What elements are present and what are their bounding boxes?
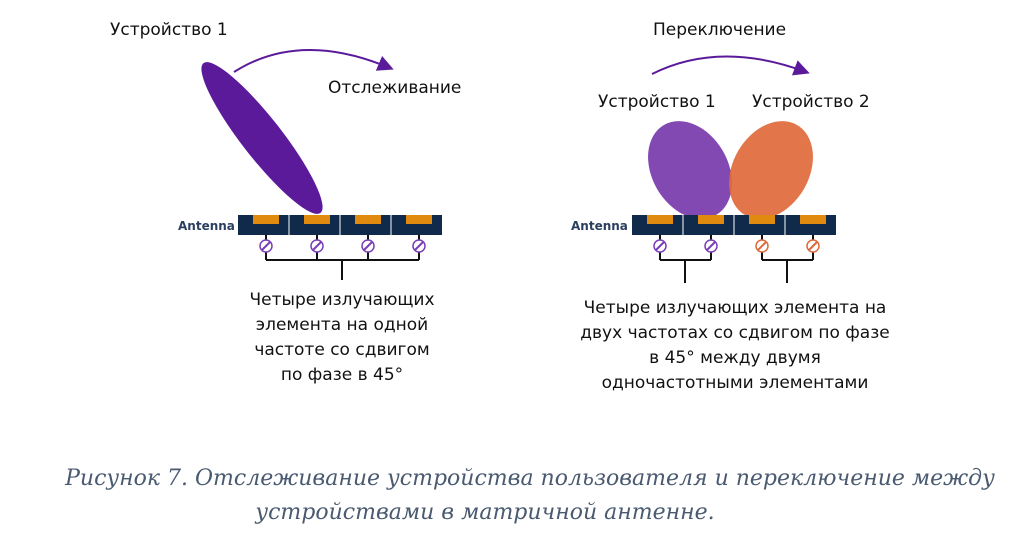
caption-line: Рисунок 7. Отслеживание устройства польз… [65,466,995,491]
feed-network-left [265,235,420,280]
device-1-label-right: Устройство 1 [598,92,716,112]
phase-shifters-left [259,239,426,253]
description-line: двух частотах со сдвигом по фазе [580,323,890,343]
description-line: частоте со сдвигом [254,340,430,360]
switching-arrow [651,55,810,76]
description-line: в 45° между двумя [649,348,821,368]
switching-label: Переключение [653,20,787,40]
description-line: по фазе в 45° [280,365,404,385]
device-1-label: Устройство 1 [110,20,228,40]
description-line: одночастотными элементами [601,373,869,393]
beam-device-1-right [648,121,732,219]
device-2-label: Устройство 2 [752,92,870,112]
tracking-label: Отслеживание [328,78,462,98]
description-left: Четыре излучающих элемента на одной част… [222,288,462,388]
phase-shifters-right [653,239,820,253]
description-right: Четыре излучающих элемента на двух часто… [560,296,910,396]
description-line: Четыре излучающих элемента на [583,298,887,318]
caption-line: устройствами в матричной антенне. [255,500,715,525]
antenna-label-left: Antenna [178,219,235,233]
description-line: Четыре излучающих [249,290,435,310]
antenna-array-right [632,215,836,235]
feed-network-right [659,235,814,283]
figure-caption: Рисунок 7. Отслеживание устройства польз… [40,462,1020,530]
description-line: элемента на одной [255,315,429,335]
antenna-array-left [238,215,442,235]
antenna-label-right: Antenna [571,219,628,233]
tracking-arrow [233,49,394,73]
beam-device-1 [201,62,323,214]
beam-device-2-right [729,121,813,219]
